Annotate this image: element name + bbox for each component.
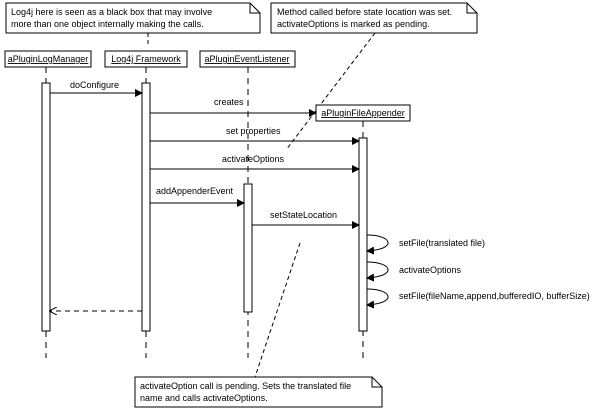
message-creates: creates bbox=[150, 97, 317, 117]
message-set-state-location-label: setStateLocation bbox=[270, 210, 337, 220]
note-top-left-line-2: more than one object internally making t… bbox=[11, 19, 204, 29]
note-top-right: Method called before state location was … bbox=[270, 2, 478, 34]
note-top-left: Log4j here is seen as a black box that m… bbox=[5, 2, 261, 34]
note-bottom-line-1: activateOption call is pending. Sets the… bbox=[140, 381, 351, 391]
note-bottom-line-2: name and calls activateOptions. bbox=[140, 393, 268, 403]
participant-framework-label: Log4j Framework bbox=[111, 54, 181, 64]
participant-log-manager-label: aPluginLogManager bbox=[8, 54, 89, 64]
activation-framework bbox=[141, 82, 151, 332]
note-top-right-line-1: Method called before state location was … bbox=[277, 7, 452, 17]
self-call-activate-options-label: activateOptions bbox=[399, 265, 462, 275]
participant-file-appender: aPluginFileAppender bbox=[315, 104, 411, 122]
note-bottom-connector bbox=[254, 242, 301, 378]
participant-event-listener-label: aPluginEventListener bbox=[204, 54, 289, 64]
message-do-configure-label: doConfigure bbox=[70, 80, 119, 90]
activation-log-manager bbox=[41, 82, 51, 332]
note-top-left-line-1: Log4j here is seen as a black box that m… bbox=[11, 7, 212, 17]
note-top-right-line-2: activateOptions is marked as pending. bbox=[277, 19, 430, 29]
self-call-set-file-translated: setFile(translated file) bbox=[366, 234, 485, 255]
participant-event-listener: aPluginEventListener bbox=[199, 50, 296, 68]
participant-framework: Log4j Framework bbox=[104, 50, 188, 68]
message-do-configure: doConfigure bbox=[50, 80, 143, 97]
note-bottom: activateOption call is pending. Sets the… bbox=[134, 376, 383, 408]
message-creates-label: creates bbox=[214, 97, 244, 107]
message-add-appender-event: addAppenderEvent bbox=[150, 186, 245, 207]
participant-log-manager: aPluginLogManager bbox=[4, 50, 92, 68]
message-set-properties-label: set properties bbox=[226, 126, 281, 136]
activation-file-appender bbox=[358, 137, 368, 332]
message-add-appender-event-label: addAppenderEvent bbox=[156, 186, 234, 196]
self-call-set-file-translated-label: setFile(translated file) bbox=[399, 238, 485, 248]
participant-file-appender-label: aPluginFileAppender bbox=[321, 108, 405, 118]
self-call-set-file-full: setFile(fileName,append,bufferedIO, buff… bbox=[366, 288, 590, 309]
activation-event-listener bbox=[243, 183, 253, 313]
message-set-properties: set properties bbox=[150, 126, 360, 145]
self-call-set-file-full-label: setFile(fileName,append,bufferedIO, buff… bbox=[399, 291, 590, 301]
self-call-activate-options: activateOptions bbox=[366, 261, 462, 282]
message-set-state-location: setStateLocation bbox=[252, 210, 360, 229]
message-activate-options: activateOptions bbox=[150, 154, 360, 173]
message-activate-options-label: activateOptions bbox=[222, 154, 285, 164]
note-top-right-connector bbox=[285, 32, 376, 151]
